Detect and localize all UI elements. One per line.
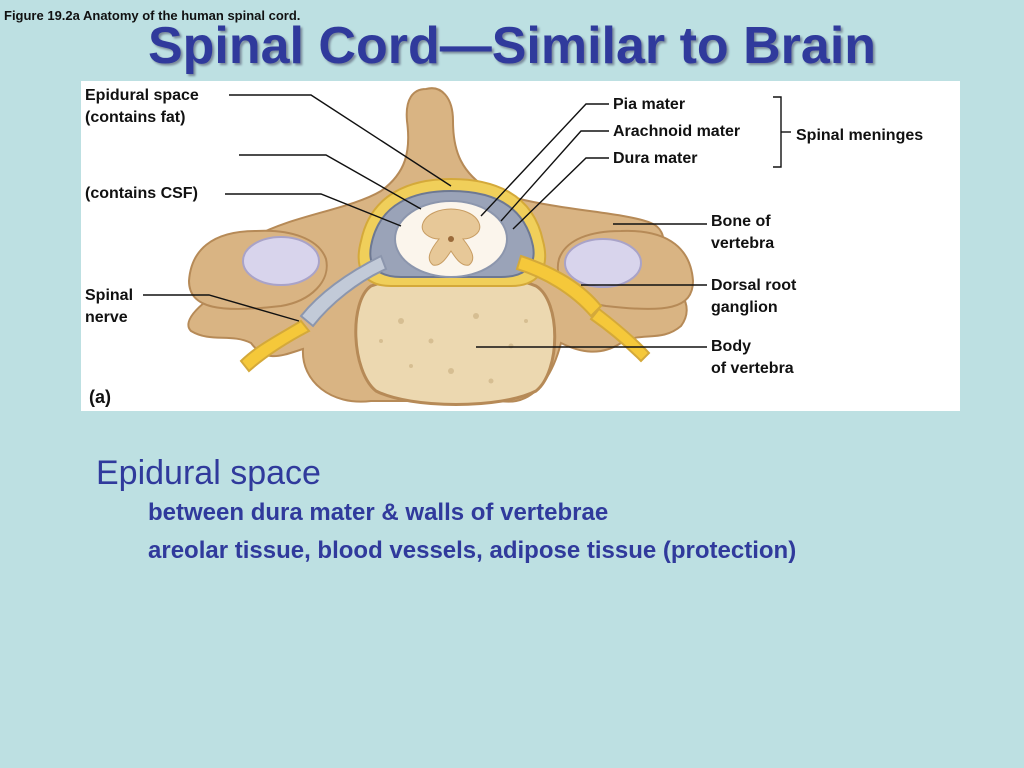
leader-pia <box>480 103 609 217</box>
leader-epidural <box>229 94 452 187</box>
label-spinal-meninges: Spinal meninges <box>796 127 924 144</box>
slide-title: Spinal Cord—Similar to Brain <box>147 17 877 75</box>
body-texture <box>379 313 528 384</box>
leader-lines <box>143 94 791 348</box>
label-of-vertebra: of vertebra <box>711 360 794 377</box>
label-arachnoid-mater: Arachnoid mater <box>613 123 741 140</box>
body-heading: Epidural space <box>96 454 321 492</box>
spinal-cord-figure: Epidural space (contains fat) (contains … <box>81 81 960 411</box>
label-body: Body <box>711 338 751 355</box>
left-articular-facet <box>242 236 320 286</box>
label-nerve: nerve <box>85 309 128 326</box>
label-ganglion: ganglion <box>711 299 778 316</box>
central-canal <box>448 236 454 242</box>
panel-label: (a) <box>89 387 111 407</box>
left-spinal-nerve <box>299 254 388 328</box>
label-pia-mater: Pia mater <box>613 96 686 113</box>
vertebra-illustration <box>143 87 791 406</box>
vertebral-body <box>354 273 557 406</box>
right-dorsal-root-ganglion <box>515 254 603 318</box>
meninges-bracket <box>773 96 782 168</box>
label-spinal: Spinal <box>85 287 134 304</box>
label-contains-fat: (contains fat) <box>85 109 186 126</box>
leader-dura <box>512 157 609 230</box>
label-contains-csf: (contains CSF) <box>85 185 198 202</box>
label-epidural-space: Epidural space <box>85 87 199 104</box>
slide-body: Epidural space between dura mater & wall… <box>96 454 796 565</box>
label-dorsal-root: Dorsal root <box>711 277 797 294</box>
right-articular-facet <box>564 238 642 288</box>
bullet-2: areolar tissue, blood vessels, adipose t… <box>148 537 797 564</box>
leader-arachnoid <box>500 130 609 222</box>
label-bone-of: Bone of <box>711 213 771 230</box>
leader-csf <box>225 193 402 227</box>
label-vertebra: vertebra <box>711 235 775 252</box>
left-nerve-root <box>239 319 311 373</box>
leader-arachnoid-left <box>239 154 422 210</box>
bullet-1: between dura mater & walls of vertebrae <box>148 499 609 526</box>
figure-caption: Figure 19.2a Anatomy of the human spinal… <box>4 8 301 23</box>
label-dura-mater: Dura mater <box>613 150 698 167</box>
leader-spinal-nerve <box>143 294 300 322</box>
right-nerve-root <box>589 307 651 363</box>
